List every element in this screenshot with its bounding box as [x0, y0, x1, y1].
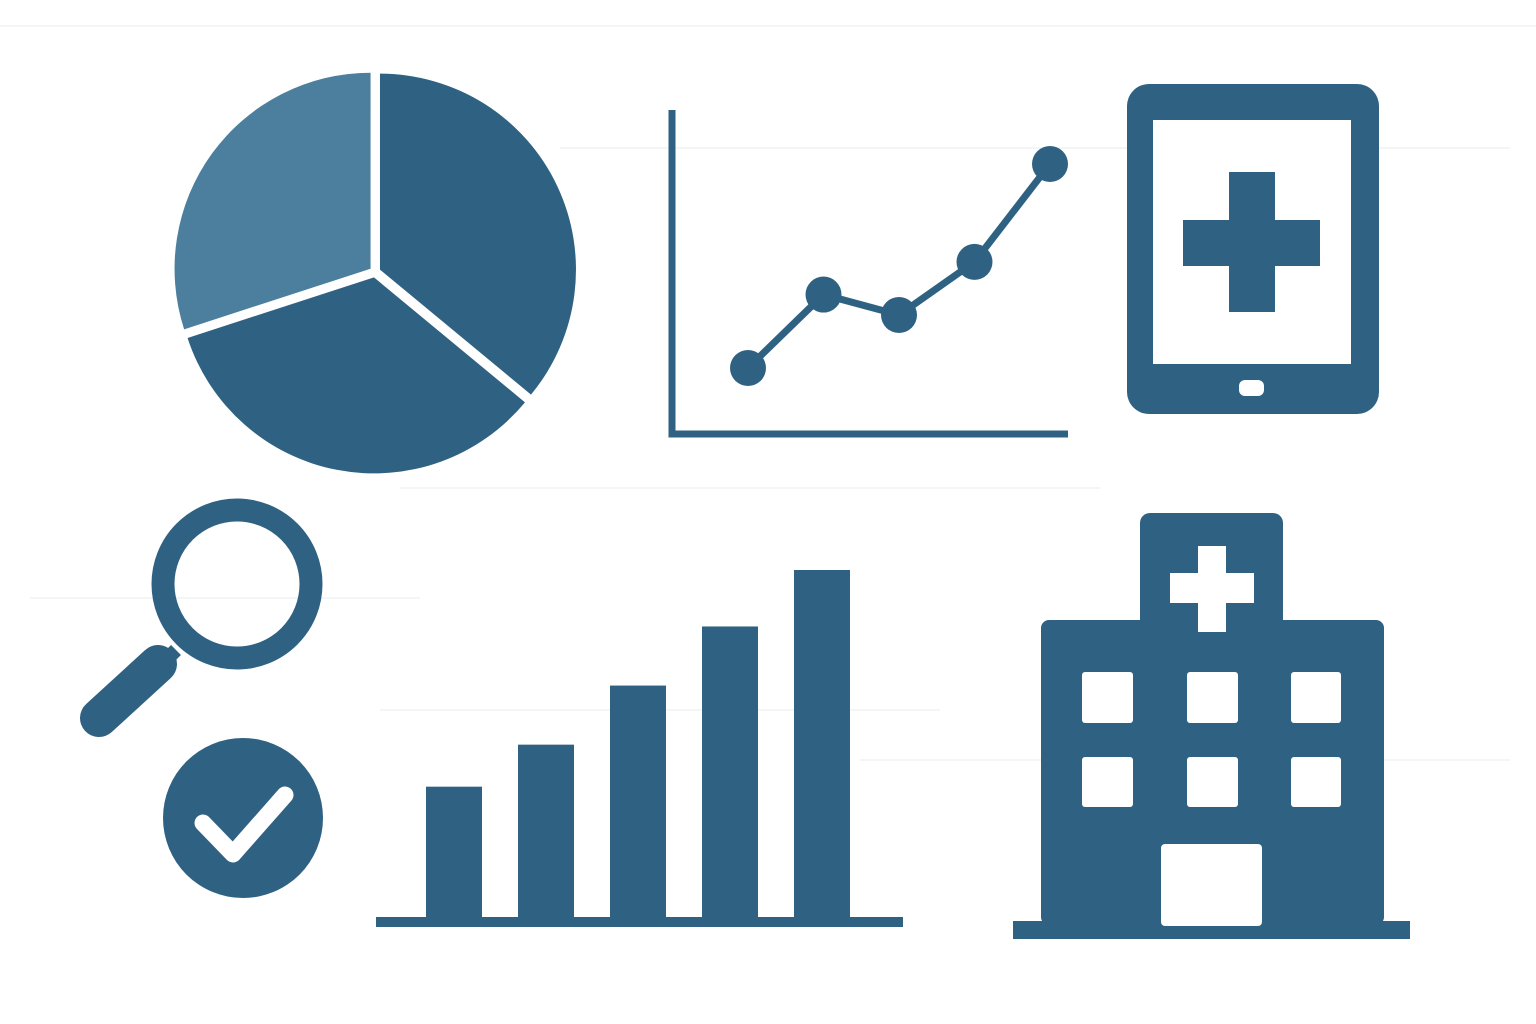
line-chart-line	[745, 161, 1053, 371]
hospital-windows	[1082, 672, 1341, 807]
magnifying-glass-icon	[80, 498, 323, 737]
hospital-window	[1187, 672, 1238, 723]
hospital-window	[1082, 757, 1133, 807]
line-chart-point	[805, 276, 842, 313]
bar-chart-bar	[610, 685, 666, 918]
bar-chart-bar	[426, 786, 482, 918]
pie-slice-1	[379, 73, 576, 395]
pie-slice-2	[187, 277, 525, 474]
medical-cross-icon	[1183, 172, 1320, 312]
hospital-cross-icon	[1170, 546, 1254, 632]
medical-tablet-icon	[1127, 84, 1379, 414]
check-circle-disc	[163, 738, 323, 898]
hospital-ground-line	[1013, 921, 1410, 939]
pie-slice-3	[174, 72, 371, 330]
hospital-window	[1291, 757, 1341, 807]
line-chart-point	[956, 243, 993, 280]
checkmark-icon	[194, 786, 294, 863]
line-chart-point	[730, 350, 766, 386]
bar-chart-icon	[376, 570, 903, 927]
tablet-home-button	[1239, 380, 1264, 396]
hospital-window	[1291, 672, 1341, 723]
bar-chart-bars	[426, 570, 850, 918]
hospital-window	[1187, 757, 1238, 807]
line-chart-axes	[668, 110, 1068, 438]
bar-chart-baseline	[376, 917, 903, 927]
magnifier-handle	[80, 645, 177, 737]
magnifier-lens	[151, 498, 323, 670]
line-chart-point	[1032, 146, 1068, 182]
line-chart-series	[730, 146, 1068, 386]
bar-chart-bar	[518, 744, 574, 918]
hospital-door	[1161, 844, 1262, 926]
pie-chart-icon	[174, 72, 576, 474]
check-circle-icon	[163, 738, 323, 898]
bar-chart-bar	[702, 626, 758, 918]
hospital-building-icon	[1013, 513, 1410, 939]
line-chart-point	[881, 296, 917, 333]
line-chart-icon	[668, 110, 1068, 438]
bar-chart-bar	[794, 570, 850, 918]
hospital-window	[1082, 672, 1133, 723]
